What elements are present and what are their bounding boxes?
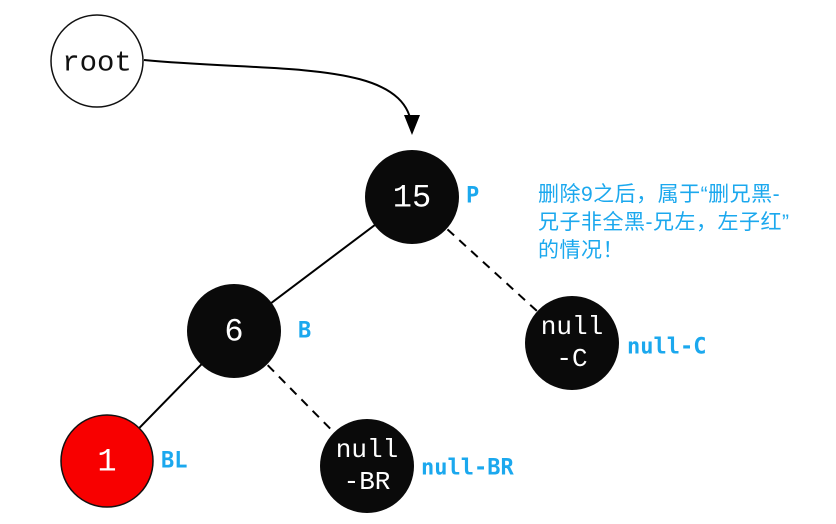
node-p-value: 15 [393, 180, 431, 217]
root-node-label: root [62, 47, 132, 80]
edges [106, 59, 573, 467]
root-pointer-arrow [143, 59, 420, 135]
node-null-br: null -BR [320, 419, 414, 513]
node-p-tag: P [466, 184, 479, 209]
node-null-br-line1: null [336, 435, 398, 465]
node-null-c-circle [525, 296, 619, 390]
node-bl-circle [60, 414, 154, 508]
node-root: root [50, 14, 144, 108]
root-node-circle [50, 14, 144, 108]
annotation-line-1: 删除9之后，属于“删兄黑- [538, 183, 781, 206]
node-b-value: 6 [224, 314, 243, 351]
annotation-note: 删除9之后，属于“删兄黑- 兄子非全黑-兄左，左子红” 的情况！ [538, 181, 836, 265]
node-null-c-tag: null-C [627, 335, 706, 360]
node-bl-value: 1 [97, 444, 116, 481]
node-null-br-circle [320, 419, 414, 513]
annotation-line-3: 的情况！ [538, 239, 624, 262]
node-b-tag: B [298, 319, 311, 344]
node-p: 15 [365, 150, 459, 244]
node-bl: 1 [60, 414, 154, 508]
node-null-c-line1: null [541, 312, 603, 342]
node-null-c-line2: -C [556, 344, 587, 374]
node-b-circle [187, 284, 281, 378]
node-b: 6 [187, 284, 281, 378]
node-p-circle [365, 150, 459, 244]
annotation-line-2: 兄子非全黑-兄左，左子红” [538, 211, 790, 234]
node-null-c: null -C [525, 296, 619, 390]
node-bl-tag: BL [161, 449, 188, 474]
node-null-br-line2: -BR [344, 467, 391, 497]
node-null-br-tag: null-BR [421, 456, 514, 481]
